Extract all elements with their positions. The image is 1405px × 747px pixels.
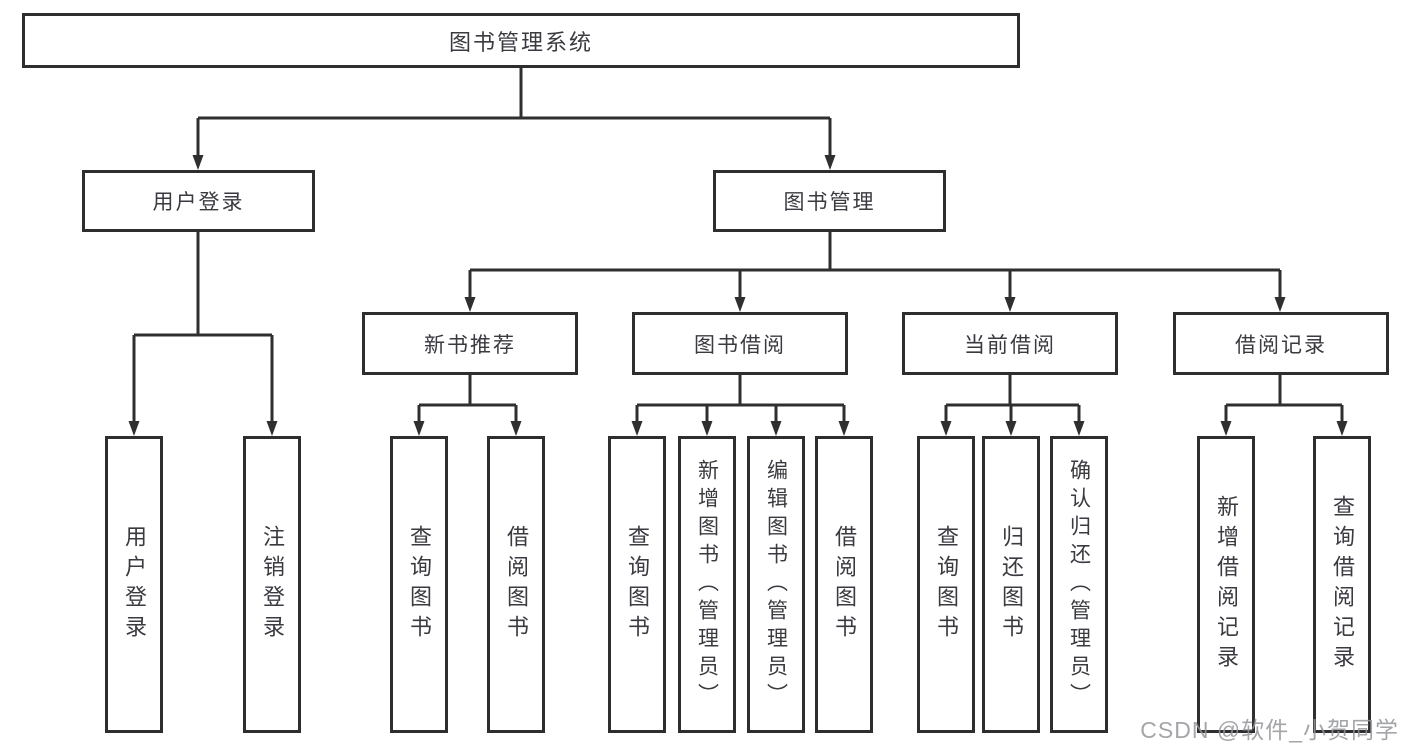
node-label: 用户登录 (152, 191, 245, 214)
node-label: 新增借阅记录 (1214, 494, 1239, 675)
leaf-query-books-current: 查询图书 (917, 436, 975, 733)
node-label: 图书管理系统 (448, 29, 593, 55)
node-label: 归还图书 (999, 524, 1024, 645)
leaf-query-books-recommend: 查询图书 (390, 436, 448, 733)
leaf-confirm-return-admin: 确认归还（管理员） (1050, 436, 1108, 733)
node-current-borrowing: 当前借阅 (902, 312, 1118, 375)
node-new-book-recommend: 新书推荐 (362, 312, 578, 375)
node-label: 查询借阅记录 (1330, 494, 1355, 675)
node-label: 确认归还（管理员） (1067, 458, 1091, 711)
node-label: 新书推荐 (424, 333, 516, 357)
leaf-query-borrow-record: 查询借阅记录 (1313, 436, 1371, 733)
node-label: 借阅图书 (832, 524, 857, 645)
node-book-management: 图书管理 (713, 170, 946, 232)
node-label: 借阅图书 (504, 524, 529, 645)
node-book-borrowing: 图书借阅 (632, 312, 848, 375)
csdn-watermark: CSDN @软件_小贺同学 (1140, 717, 1399, 743)
node-label: 借阅记录 (1235, 333, 1327, 357)
leaf-borrow-books-recommend: 借阅图书 (487, 436, 545, 733)
leaf-user-login: 用户登录 (105, 436, 163, 733)
leaf-add-borrow-record: 新增借阅记录 (1197, 436, 1255, 733)
leaf-edit-books-admin: 编辑图书（管理员） (747, 436, 805, 733)
node-label: 图书管理 (783, 191, 876, 214)
node-user-login: 用户登录 (82, 170, 315, 232)
leaf-borrow-books: 借阅图书 (815, 436, 873, 733)
leaf-logout: 注销登录 (243, 436, 301, 733)
node-borrowing-records: 借阅记录 (1173, 312, 1389, 375)
node-label: 用户登录 (122, 524, 147, 645)
leaf-query-books-borrowing: 查询图书 (608, 436, 666, 733)
node-label: 新增图书（管理员） (695, 458, 719, 711)
node-label: 查询图书 (407, 524, 432, 645)
node-label: 编辑图书（管理员） (764, 458, 788, 711)
node-label: 当前借阅 (964, 333, 1056, 357)
node-label: 查询图书 (934, 524, 959, 645)
leaf-return-books: 归还图书 (982, 436, 1040, 733)
node-label: 图书借阅 (694, 333, 786, 357)
leaf-add-books-admin: 新增图书（管理员） (678, 436, 736, 733)
node-label: 查询图书 (625, 524, 650, 645)
node-library-management-system: 图书管理系统 (22, 13, 1020, 68)
node-label: 注销登录 (260, 524, 285, 645)
